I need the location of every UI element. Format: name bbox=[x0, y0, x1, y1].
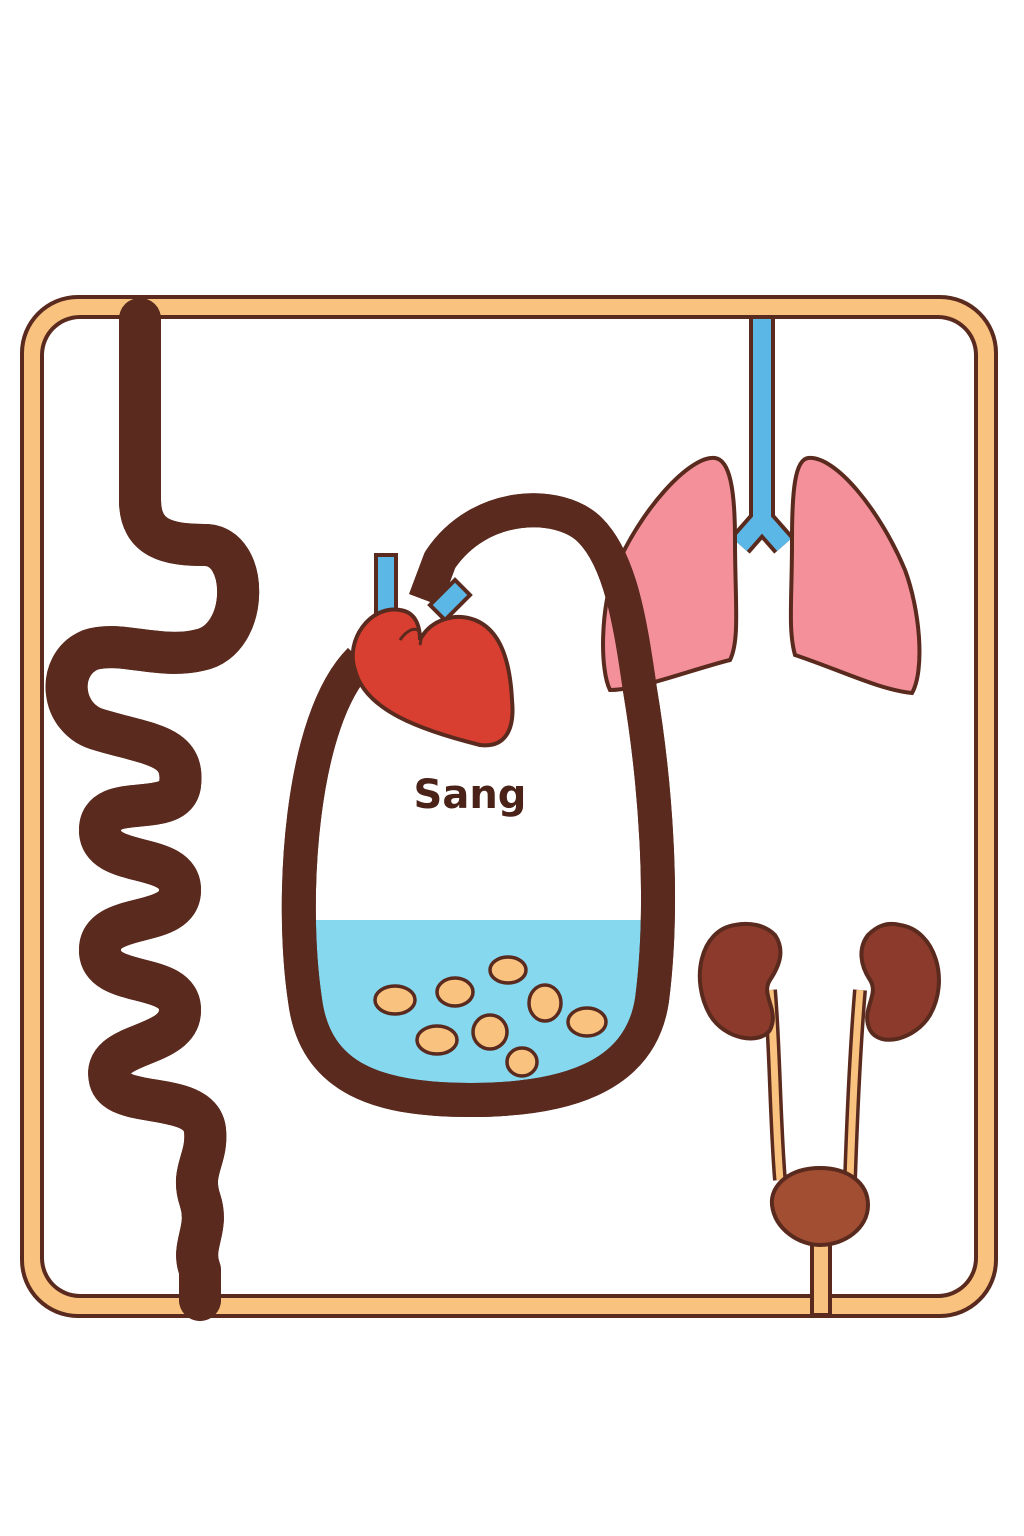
bladder bbox=[769, 1165, 871, 1248]
right-kidney bbox=[859, 921, 941, 1042]
right-lung bbox=[788, 455, 922, 696]
urinary-system bbox=[697, 921, 941, 1317]
nutrient-particles bbox=[373, 955, 608, 1078]
vena-cava bbox=[374, 553, 398, 617]
blood-label: Sang bbox=[413, 772, 527, 818]
left-kidney bbox=[697, 921, 783, 1041]
body-frame bbox=[20, 295, 998, 1318]
heart bbox=[350, 553, 515, 748]
digestive-tract bbox=[67, 298, 239, 1321]
trachea bbox=[730, 319, 794, 554]
